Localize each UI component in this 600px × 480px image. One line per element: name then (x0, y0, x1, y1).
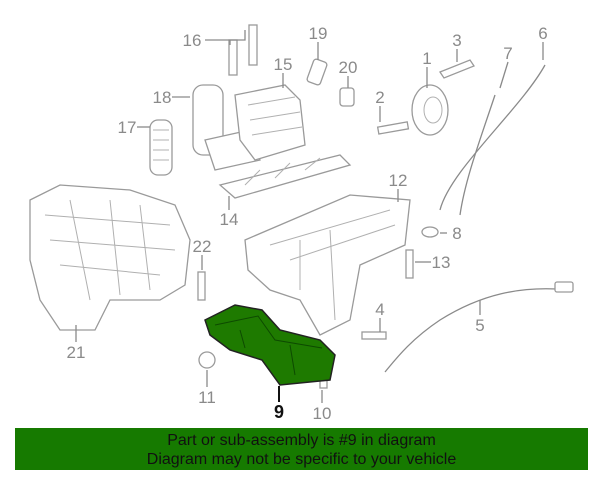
plug-11-part[interactable] (198, 351, 216, 369)
sensor-part[interactable] (306, 58, 355, 107)
callout-1[interactable]: 1 (422, 49, 431, 68)
callout-4[interactable]: 4 (375, 300, 384, 319)
callout-3[interactable]: 3 (452, 31, 461, 50)
info-banner: Part or sub-assembly is #9 in diagram Di… (15, 428, 588, 470)
bolt-22-part[interactable] (197, 271, 206, 301)
callout-17[interactable]: 17 (118, 118, 137, 137)
o-ring-part[interactable] (421, 226, 439, 238)
callout-10[interactable]: 10 (313, 404, 332, 423)
callout-9[interactable]: 9 (274, 402, 284, 422)
bolt-2-part[interactable] (376, 121, 410, 135)
callout-12[interactable]: 12 (389, 171, 408, 190)
callout-5[interactable]: 5 (475, 316, 484, 335)
callout-7[interactable]: 7 (503, 44, 512, 63)
callout-6[interactable]: 6 (538, 24, 547, 43)
key-3-part[interactable] (439, 59, 475, 79)
callout-18[interactable]: 18 (153, 88, 172, 107)
dipstick-part[interactable] (439, 64, 546, 211)
banner-line-2: Diagram may not be specific to your vehi… (146, 451, 457, 468)
callout-14[interactable]: 14 (220, 210, 239, 229)
callout-20[interactable]: 20 (339, 58, 358, 77)
callout-15[interactable]: 15 (274, 55, 293, 74)
bolt-13-part[interactable] (405, 249, 414, 279)
oil-pan-part-highlighted[interactable] (204, 304, 336, 386)
oil-filter-part[interactable] (149, 119, 173, 176)
oil-cooler-part[interactable] (234, 84, 306, 161)
callout-21[interactable]: 21 (67, 343, 86, 362)
callout-19[interactable]: 19 (309, 24, 328, 43)
dipstick-tube-part[interactable] (459, 94, 496, 216)
callout-16[interactable]: 16 (183, 31, 202, 50)
oil-level-sensor-harness-part[interactable] (384, 281, 574, 373)
banner-line-1: Part or sub-assembly is #9 in diagram (167, 432, 436, 449)
callout-2[interactable]: 2 (375, 88, 384, 107)
crank-pulley-part[interactable] (411, 84, 449, 136)
leader-lines (75, 30, 544, 403)
upper-oil-pan-part[interactable] (244, 194, 411, 336)
callout-8[interactable]: 8 (452, 224, 461, 243)
callout-22[interactable]: 22 (193, 237, 212, 256)
bolt-4-part[interactable] (361, 331, 387, 340)
intake-manifold-part[interactable] (29, 184, 191, 331)
intake-gasket-part[interactable] (218, 154, 352, 199)
callout-11[interactable]: 11 (198, 388, 216, 407)
bolt-16-part[interactable] (228, 24, 258, 76)
callout-13[interactable]: 13 (432, 253, 451, 272)
